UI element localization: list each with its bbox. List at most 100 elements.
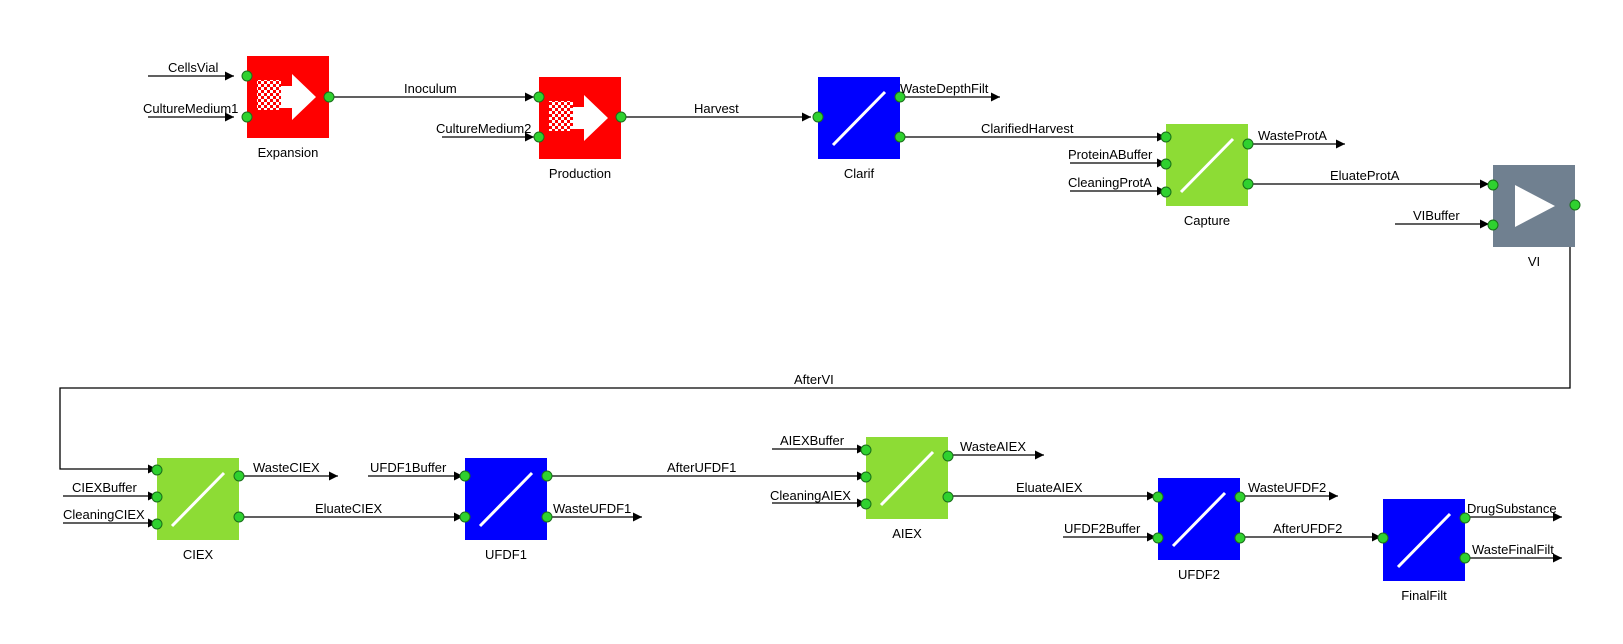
port-expansion-in-2[interactable] xyxy=(241,111,253,123)
port-capture-in-1[interactable] xyxy=(1160,131,1172,143)
unit-vi[interactable]: VI xyxy=(1493,165,1575,269)
port-ufdf1-in-2[interactable] xyxy=(459,511,471,523)
stream-label-ufdf2-buffer: UFDF2Buffer xyxy=(1064,521,1141,536)
port-ciex-out-1[interactable] xyxy=(233,470,245,482)
stream-label-waste-ufdf1: WasteUFDF1 xyxy=(553,501,631,516)
unit-ciex-label: CIEX xyxy=(183,547,214,562)
stream-label-eluate-prot-a: EluateProtA xyxy=(1330,168,1400,183)
stream-labels: CellsVial CultureMedium1 Inoculum Cultur… xyxy=(63,60,1557,557)
stream-label-cleaning-prot-a: CleaningProtA xyxy=(1068,175,1152,190)
ports xyxy=(151,70,1581,564)
stream-label-eluate-aiex: EluateAIEX xyxy=(1016,480,1083,495)
port-clarif-in[interactable] xyxy=(812,111,824,123)
stream-label-ufdf1-buffer: UFDF1Buffer xyxy=(370,460,447,475)
chromatography-icon xyxy=(1179,137,1235,194)
unit-aiex-label: AIEX xyxy=(892,526,922,541)
unit-aiex[interactable]: AIEX xyxy=(866,437,948,541)
port-ciex-in-2[interactable] xyxy=(151,491,163,503)
stream-label-waste-depth-filt: WasteDepthFilt xyxy=(900,81,989,96)
stream-label-ciex-buffer: CIEXBuffer xyxy=(72,480,137,495)
stream-label-culture-medium1: CultureMedium1 xyxy=(143,101,238,116)
chromatography-icon xyxy=(879,450,935,507)
stream-label-after-ufdf1: AfterUFDF1 xyxy=(667,460,736,475)
stream-label-vi-buffer: VIBuffer xyxy=(1413,208,1460,223)
unit-vi-label: VI xyxy=(1528,254,1540,269)
stream-label-aiex-buffer: AIEXBuffer xyxy=(780,433,845,448)
port-finalfilt-in[interactable] xyxy=(1377,532,1389,544)
unit-clarif-label: Clarif xyxy=(844,166,875,181)
port-vi-in-2[interactable] xyxy=(1487,219,1499,231)
port-ufdf1-out-1[interactable] xyxy=(541,470,553,482)
port-vi-in-1[interactable] xyxy=(1487,179,1499,191)
port-production-in-2[interactable] xyxy=(533,131,545,143)
port-ufdf2-out-2[interactable] xyxy=(1234,532,1246,544)
stream-label-waste-ufdf2: WasteUFDF2 xyxy=(1248,480,1326,495)
stream-label-after-vi: AfterVI xyxy=(794,372,834,387)
stream-label-waste-aiex: WasteAIEX xyxy=(960,439,1026,454)
port-ufdf2-in-1[interactable] xyxy=(1152,491,1164,503)
unit-finalfilt-label: FinalFilt xyxy=(1401,588,1447,603)
filter-icon xyxy=(478,471,534,528)
port-expansion-out[interactable] xyxy=(323,91,335,103)
stream-label-cleaning-ciex: CleaningCIEX xyxy=(63,507,145,522)
stream-label-inoculum: Inoculum xyxy=(404,81,457,96)
port-ufdf1-in-1[interactable] xyxy=(459,470,471,482)
port-ciex-in-1[interactable] xyxy=(151,464,163,476)
port-ufdf2-out-1[interactable] xyxy=(1234,491,1246,503)
port-finalfilt-out-2[interactable] xyxy=(1459,552,1471,564)
chromatography-icon xyxy=(170,471,226,528)
port-capture-in-3[interactable] xyxy=(1160,186,1172,198)
stream-label-waste-ciex: WasteCIEX xyxy=(253,460,320,475)
bioreactor-icon xyxy=(549,95,608,141)
port-aiex-out-1[interactable] xyxy=(942,450,954,462)
wire-after-vi[interactable] xyxy=(59,204,1571,474)
port-aiex-out-2[interactable] xyxy=(942,491,954,503)
stream-label-after-ufdf2: AfterUFDF2 xyxy=(1273,521,1342,536)
unit-production-label: Production xyxy=(549,166,611,181)
unit-ufdf1[interactable]: UFDF1 xyxy=(465,458,547,562)
port-expansion-in-1[interactable] xyxy=(241,70,253,82)
port-production-out[interactable] xyxy=(615,111,627,123)
port-clarif-out-2[interactable] xyxy=(894,131,906,143)
unit-expansion[interactable]: Expansion xyxy=(247,56,329,160)
stream-label-waste-final-filt: WasteFinalFilt xyxy=(1472,542,1554,557)
port-vi-out[interactable] xyxy=(1569,199,1581,211)
stream-label-protein-a-buffer: ProteinABuffer xyxy=(1068,147,1153,162)
stream-label-waste-prot-a: WasteProtA xyxy=(1258,128,1327,143)
port-ciex-in-3[interactable] xyxy=(151,518,163,530)
filter-icon xyxy=(1396,512,1452,569)
stream-label-clarified-harvest: ClarifiedHarvest xyxy=(981,121,1074,136)
stream-label-cells-vial: CellsVial xyxy=(168,60,218,75)
port-clarif-out-1[interactable] xyxy=(894,91,906,103)
port-aiex-in-3[interactable] xyxy=(860,498,872,510)
unit-ufdf2[interactable]: UFDF2 xyxy=(1158,478,1240,582)
stream-label-culture-medium2: CultureMedium2 xyxy=(436,121,531,136)
filter-icon xyxy=(831,90,887,147)
stream-wires xyxy=(59,71,1571,563)
stream-label-drug-substance: DrugSubstance xyxy=(1467,501,1557,516)
unit-ciex[interactable]: CIEX xyxy=(157,458,239,562)
stream-label-harvest: Harvest xyxy=(694,101,739,116)
unit-expansion-label: Expansion xyxy=(258,145,319,160)
unit-production[interactable]: Production xyxy=(539,77,621,181)
port-ufdf2-in-2[interactable] xyxy=(1152,532,1164,544)
unit-finalfilt[interactable]: FinalFilt xyxy=(1383,499,1465,603)
play-icon xyxy=(1515,185,1555,227)
port-capture-out-1[interactable] xyxy=(1242,138,1254,150)
unit-ufdf1-label: UFDF1 xyxy=(485,547,527,562)
port-aiex-in-1[interactable] xyxy=(860,444,872,456)
port-production-in-1[interactable] xyxy=(533,91,545,103)
stream-label-cleaning-aiex: CleaningAIEX xyxy=(770,488,851,503)
port-aiex-in-2[interactable] xyxy=(860,471,872,483)
port-finalfilt-out-1[interactable] xyxy=(1459,512,1471,524)
unit-capture[interactable]: Capture xyxy=(1166,124,1248,228)
unit-clarif[interactable]: Clarif xyxy=(818,77,900,181)
port-ciex-out-2[interactable] xyxy=(233,511,245,523)
port-ufdf1-out-2[interactable] xyxy=(541,511,553,523)
filter-icon xyxy=(1171,491,1227,548)
port-capture-out-2[interactable] xyxy=(1242,178,1254,190)
unit-ufdf2-label: UFDF2 xyxy=(1178,567,1220,582)
stream-label-eluate-ciex: EluateCIEX xyxy=(315,501,383,516)
port-capture-in-2[interactable] xyxy=(1160,158,1172,170)
